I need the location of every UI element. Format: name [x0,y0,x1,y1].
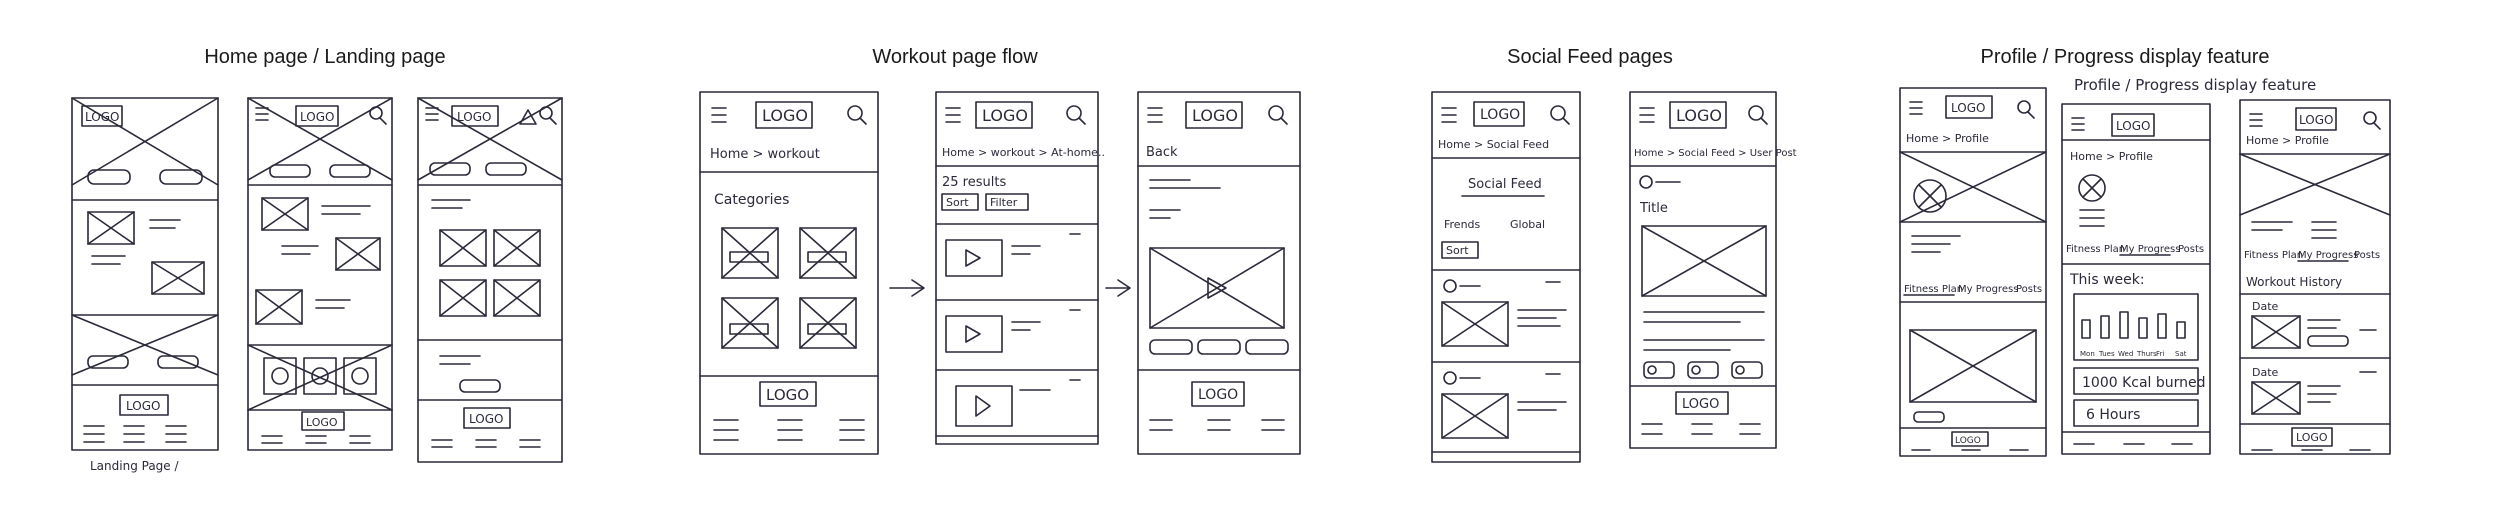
social-breadcrumb: Home > Social Feed [1438,138,1549,151]
flow-arrow-2 [1105,279,1131,297]
workout-frame-detail: LOGO Back LOGO [1137,91,1301,455]
week-bar [2119,311,2129,339]
profile-hours: 6 Hours [2086,407,2140,423]
profile-logo-2: LOGO [1955,436,1981,446]
profile-tab-my-progress-2: My Progress [2120,244,2180,255]
profile-handwritten-title: Profile / Progress display feature [2074,76,2316,94]
home-logo-4: LOGO [306,416,338,429]
profile-tab-posts-3: Posts [2354,250,2380,261]
section-title-home: Home page / Landing page [204,46,446,68]
social-global-tab: Global [1510,218,1545,231]
profile-tab-fitness-plan-2: Fitness Plan [2066,244,2125,255]
profile-frame-history: LOGO Home > Profile Fitness Plan My Prog… [2239,99,2391,455]
home-logo-2: LOGO [126,399,160,413]
social-logo-1: LOGO [1480,107,1520,123]
profile-tab-my-progress-3: My Progress [2298,250,2358,261]
profile-wireframes: Profile / Progress display feature Home … [1899,76,2391,457]
profile-logo-3: LOGO [2116,119,2150,133]
profile-workout-history: Workout History [2246,275,2342,289]
week-day-label: Fri [2156,350,2164,358]
home-logo-1: LOGO [85,110,119,124]
flow-arrow-1 [889,279,925,297]
social-feed-heading: Social Feed [1468,177,1542,192]
workout-logo-5: LOGO [1198,387,1238,403]
week-bar [2157,313,2167,339]
social-post-breadcrumb: Home > Social Feed > User Post [1634,148,1797,159]
week-day-label: Mon [2080,350,2095,358]
workout-filter-button: Filter [990,196,1018,209]
profile-kcal: 1000 Kcal burned [2082,375,2206,391]
week-day-label: Wed [2118,350,2133,358]
workout-logo-2: LOGO [766,386,809,404]
weekly-chart [2073,293,2199,361]
profile-breadcrumb-2: Home > Profile [2070,150,2153,163]
profile-logo-5: LOGO [2296,431,2328,444]
image-placeholder [87,211,135,245]
week-bar [2081,319,2091,339]
home-caption: Landing Page / [90,459,179,473]
home-logo-5: LOGO [457,110,491,124]
home-frame-2: LOGO LOGO [247,97,393,451]
profile-frame-plan: Home > Profile LOGO Home > Profile Fitne… [1899,87,2047,457]
profile-tab-posts-1: Posts [2016,284,2042,295]
week-day-label: Tues [2098,350,2115,358]
profile-tab-my-progress-1: My Progress [1958,284,2018,295]
home-frame-3: LOGO LOGO [417,97,563,463]
profile-tab-fitness-plan-1: Fitness Plan [1904,284,1963,295]
week-bar [2100,315,2110,339]
workout-back-link: Back [1146,145,1178,160]
social-post-title: Title [1639,201,1668,216]
history-date-1: Date [2252,300,2279,313]
section-title-workout: Workout page flow [872,46,1038,68]
profile-this-week: This week: [2069,272,2145,288]
social-sort-button: Sort [1446,244,1469,257]
home-frame-1: LOGO LOGO Landing Page / [71,97,219,473]
workout-logo-4: LOGO [1192,106,1238,125]
social-frame-post: LOGO Home > Social Feed > User Post Titl… [1629,91,1797,449]
social-frame-feed: LOGO Home > Social Feed Social Feed Fren… [1431,91,1581,463]
profile-tab-fitness-plan-3: Fitness Plan [2244,250,2303,261]
home-wireframes: LOGO LOGO Landing Page / [71,97,563,473]
workout-sort-button: Sort [946,196,969,209]
workout-logo-1: LOGO [762,106,808,125]
social-logo-2: LOGO [1676,106,1722,125]
workout-wireframes: LOGO Home > workout Categories LOGO [699,91,1301,455]
profile-logo-4: LOGO [2299,113,2333,127]
week-day-label: Sat [2175,350,2187,358]
home-logo-6: LOGO [469,412,503,426]
workout-categories-heading: Categories [714,192,789,208]
workout-results-count: 25 results [942,175,1006,190]
profile-frame-progress: LOGO Home > Profile Fitness Plan My Prog… [2061,103,2211,455]
home-logo-3: LOGO [300,110,334,124]
profile-breadcrumb-3: Home > Profile [2246,134,2329,147]
profile-logo-text-1: LOGO [1951,101,1985,115]
week-day-label: Thurs [2136,350,2157,358]
section-title-social: Social Feed pages [1507,46,1673,68]
profile-breadcrumb-1: Home > Profile [1906,132,1989,145]
social-logo-3: LOGO [1682,397,1719,412]
workout-logo-3: LOGO [982,106,1028,125]
workout-breadcrumb: Home > workout [710,147,820,162]
section-title-profile: Profile / Progress display feature [1980,46,2270,68]
profile-tab-posts-2: Posts [2178,244,2204,255]
workout-frame-results: LOGO Home > workout > At-home.. 25 resul… [935,91,1105,445]
workout-results-breadcrumb: Home > workout > At-home.. [942,146,1105,159]
history-date-2: Date [2252,366,2279,379]
social-wireframes: LOGO Home > Social Feed Social Feed Fren… [1431,91,1797,463]
social-friends-tab: Frends [1444,218,1481,231]
week-bar [2176,321,2186,339]
workout-frame-categories: LOGO Home > workout Categories LOGO [699,91,879,455]
week-bar [2138,317,2148,339]
